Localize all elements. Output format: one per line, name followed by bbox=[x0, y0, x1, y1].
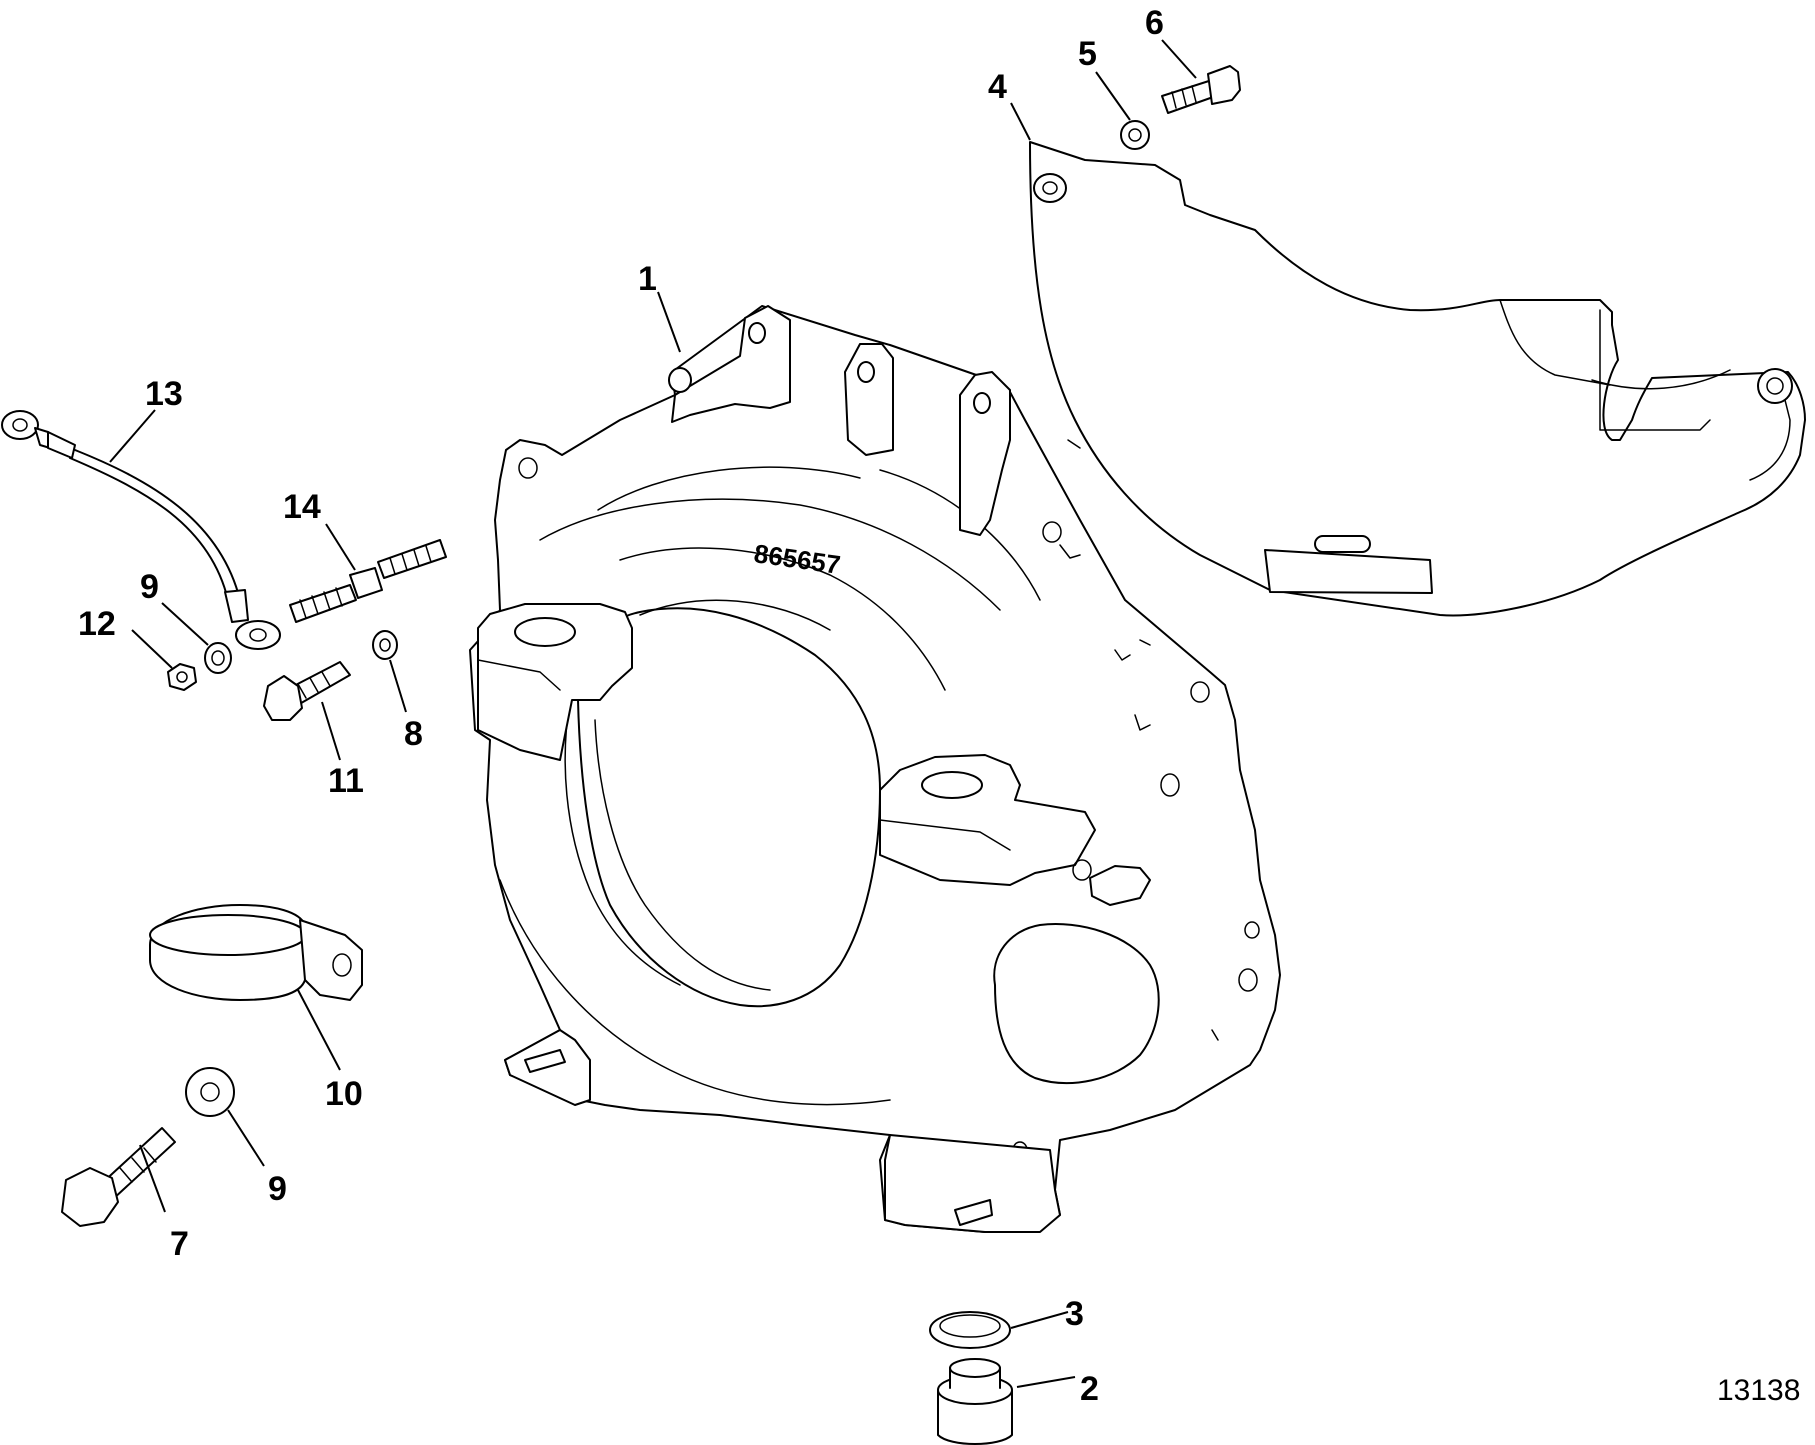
callout-3: 3 bbox=[1065, 1295, 1084, 1333]
flywheel-housing: 865657 bbox=[469, 305, 1281, 1233]
callout-8: 8 bbox=[404, 715, 423, 753]
washer-9-upper bbox=[204, 642, 232, 674]
callout-7: 7 bbox=[170, 1225, 189, 1263]
bolt-7 bbox=[61, 1127, 176, 1227]
nut-12 bbox=[167, 663, 197, 691]
flywheel-cover bbox=[1029, 141, 1806, 617]
stud-14 bbox=[289, 539, 447, 623]
seal-ring-3 bbox=[929, 1311, 1011, 1349]
bolt-6 bbox=[1161, 65, 1241, 114]
callout-10: 10 bbox=[325, 1075, 363, 1113]
clamp-10 bbox=[149, 904, 363, 1001]
leader-lines bbox=[109, 39, 1197, 1388]
callout-9-upper: 9 bbox=[140, 568, 159, 606]
ground-strap bbox=[1, 410, 281, 650]
figure-number: 13138 bbox=[1717, 1374, 1800, 1407]
callout-11: 11 bbox=[328, 762, 364, 800]
washer-5 bbox=[1120, 120, 1150, 150]
washer-8 bbox=[372, 630, 398, 660]
callout-13: 13 bbox=[145, 375, 183, 413]
callout-9-lower: 9 bbox=[268, 1170, 287, 1208]
callout-2: 2 bbox=[1080, 1370, 1099, 1408]
callout-6: 6 bbox=[1145, 4, 1164, 42]
callout-1: 1 bbox=[638, 260, 657, 298]
callout-12: 12 bbox=[78, 605, 116, 643]
callout-14: 14 bbox=[283, 488, 321, 526]
washer-9-lower bbox=[185, 1067, 235, 1117]
bolt-11 bbox=[263, 661, 351, 721]
callout-5: 5 bbox=[1078, 35, 1097, 73]
plug-2 bbox=[937, 1358, 1013, 1445]
callout-labels: 1 2 3 4 5 6 7 8 9 9 10 11 12 13 14 bbox=[78, 4, 1164, 1408]
callout-4: 4 bbox=[988, 68, 1007, 106]
